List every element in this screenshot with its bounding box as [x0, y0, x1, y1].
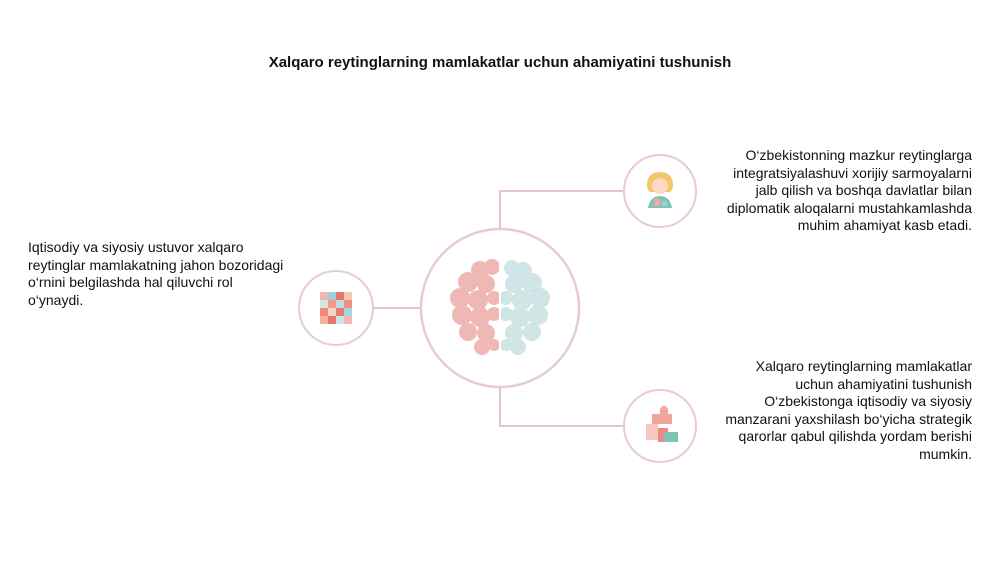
right-top-node-text: O‘zbekistonning mazkur reytinglarga inte…	[726, 147, 972, 233]
left-node-text: Iqtisodiy va siyosiy ustuvor xalqaro rey…	[28, 239, 284, 308]
connector-lines	[374, 190, 623, 427]
connector-bottom-right	[499, 387, 623, 427]
left-node	[298, 270, 374, 346]
center-node	[419, 227, 581, 389]
puzzle-pieces-icon	[646, 406, 678, 442]
person-icon	[647, 172, 673, 208]
colored-blocks-icon	[320, 292, 352, 324]
right-bottom-node-text: Xalqaro reytinglarning mamlakatlar uchun…	[725, 358, 972, 462]
diagram-title: Xalqaro reytinglarning mamlakatlar uchun…	[268, 54, 732, 71]
right-top-node	[623, 154, 697, 228]
connector-top-right	[499, 190, 623, 229]
right-bottom-node	[623, 389, 697, 463]
right-bottom-circle	[623, 389, 697, 463]
brain-icon	[450, 259, 550, 355]
